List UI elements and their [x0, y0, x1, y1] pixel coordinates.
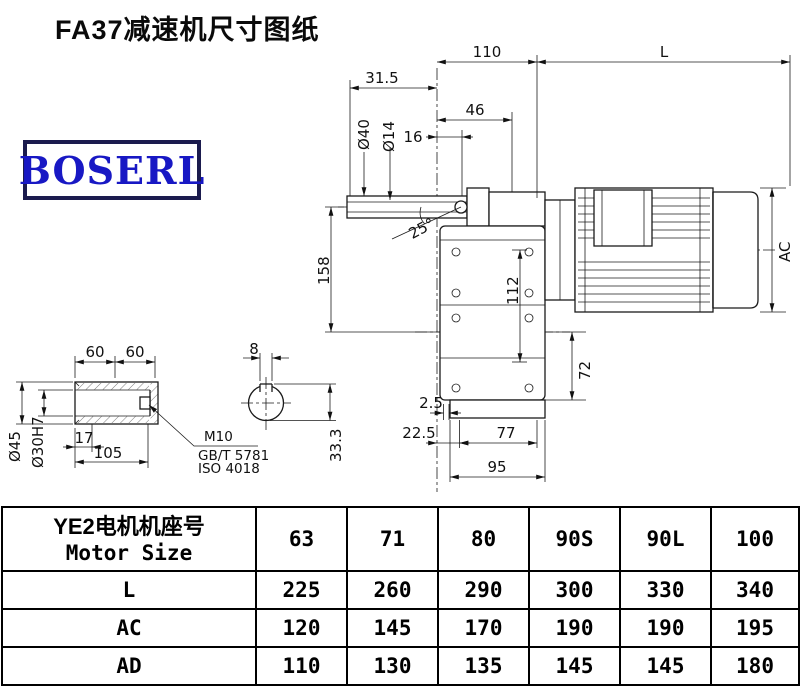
cell-L-4: 330 — [619, 570, 712, 610]
logo-text: BOSERL — [18, 147, 206, 193]
dim-46-label: 46 — [465, 101, 484, 119]
motor-size-col-0: 63 — [255, 506, 348, 572]
dim-25-label: 25° — [406, 214, 438, 242]
dim-60b-label: 60 — [125, 343, 144, 361]
cell-L-5: 340 — [710, 570, 800, 610]
cell-AC-5: 195 — [710, 608, 800, 648]
dim-110-label: 110 — [473, 43, 502, 61]
dim-AC-label: AC — [776, 242, 794, 262]
cell-AC-3: 190 — [528, 608, 621, 648]
table-row-AD: AD 110 130 135 145 145 180 — [1, 646, 800, 686]
main-dimensions: 110 L 31.5 46 16 Ø40 Ø14 158 112 AC 72 2… — [315, 43, 794, 482]
motor-size-col-1: 71 — [346, 506, 439, 572]
dim-31-5-label: 31.5 — [365, 69, 398, 87]
dim-60a-label: 60 — [85, 343, 104, 361]
motor — [544, 187, 759, 313]
dim-105-label: 105 — [94, 444, 123, 462]
m10-tapped-hole — [139, 396, 151, 410]
cell-L-3: 300 — [528, 570, 621, 610]
cell-AC-4: 190 — [619, 608, 712, 648]
dim-112-label: 112 — [504, 276, 522, 305]
cell-AD-3: 145 — [528, 646, 621, 686]
main-view: 25° — [315, 43, 794, 492]
boserl-logo: BOSERL — [19, 142, 204, 198]
std-iso-label: ISO 4018 — [198, 461, 260, 477]
dim-8-label: 8 — [249, 340, 259, 358]
dim-77-label: 77 — [496, 424, 515, 442]
table-row-AC: AC 120 145 170 190 190 195 — [1, 608, 800, 648]
dim-2-5-label: 2.5 — [419, 394, 443, 412]
motor-size-table: YE2电机机座号 Motor Size 63 71 80 90S 90L 100… — [1, 506, 800, 686]
cell-AD-1: 130 — [346, 646, 439, 686]
table-row-L: L 225 260 290 300 330 340 — [1, 570, 800, 610]
table-header-motor-size: YE2电机机座号 Motor Size — [1, 506, 257, 572]
row-label-AC: AC — [1, 608, 257, 648]
motor-size-col-4: 90L — [619, 506, 712, 572]
dim-16-label: 16 — [403, 128, 422, 146]
motor-size-col-3: 90S — [528, 506, 621, 572]
shaft-detail-view: 60 60 Ø45 Ø30H7 17 105 M10 GB/T 5781 ISO… — [6, 343, 269, 477]
terminal-box — [593, 189, 653, 247]
cell-AD-5: 180 — [710, 646, 800, 686]
cell-AC-1: 145 — [346, 608, 439, 648]
dim-22-5-label: 22.5 — [402, 424, 435, 442]
section-dimensions: 8 33.3 — [243, 340, 345, 462]
cell-AC-0: 120 — [255, 608, 348, 648]
dim-45-label: Ø45 — [6, 431, 24, 462]
motor-size-label-cn: YE2电机机座号 — [53, 513, 205, 539]
dim-158-label: 158 — [315, 256, 333, 285]
cell-AC-2: 170 — [437, 608, 530, 648]
dimension-drawing: 25° — [6, 43, 794, 492]
thread-leader — [148, 404, 258, 447]
dim-72-label: 72 — [576, 361, 594, 380]
motor-size-label-en: Motor Size — [65, 541, 193, 566]
dim-17-label: 17 — [74, 429, 93, 447]
cell-AD-2: 135 — [437, 646, 530, 686]
cell-L-0: 225 — [255, 570, 348, 610]
motor-size-col-2: 80 — [437, 506, 530, 572]
input-shaft — [346, 187, 546, 227]
motor-size-col-5: 100 — [710, 506, 800, 572]
gearbox-housing — [439, 225, 546, 419]
dim-40-label: Ø40 — [355, 119, 373, 150]
thread-label: M10 — [204, 429, 233, 445]
cell-AD-0: 110 — [255, 646, 348, 686]
shaft-body — [74, 381, 159, 425]
fan-cover — [712, 191, 759, 309]
table-header-row: YE2电机机座号 Motor Size 63 71 80 90S 90L 100 — [1, 506, 800, 572]
dim-95-label: 95 — [487, 458, 506, 476]
mounting-foot — [449, 399, 546, 419]
dim-33-3-label: 33.3 — [327, 429, 345, 462]
cell-L-1: 260 — [346, 570, 439, 610]
std-gbt-label: GB/T 5781 — [198, 448, 269, 464]
shaft-dimensions: 60 60 Ø45 Ø30H7 17 105 M10 GB/T 5781 ISO… — [6, 343, 269, 477]
dim-14-label: Ø14 — [380, 121, 398, 152]
page-title: FA37减速机尺寸图纸 — [55, 15, 320, 45]
dim-30h7-label: Ø30H7 — [29, 416, 47, 468]
cell-L-2: 290 — [437, 570, 530, 610]
dim-L-label: L — [660, 43, 669, 61]
row-label-AD: AD — [1, 646, 257, 686]
row-label-L: L — [1, 570, 257, 610]
cell-AD-4: 145 — [619, 646, 712, 686]
bore-section-view: 8 33.3 — [241, 340, 345, 462]
